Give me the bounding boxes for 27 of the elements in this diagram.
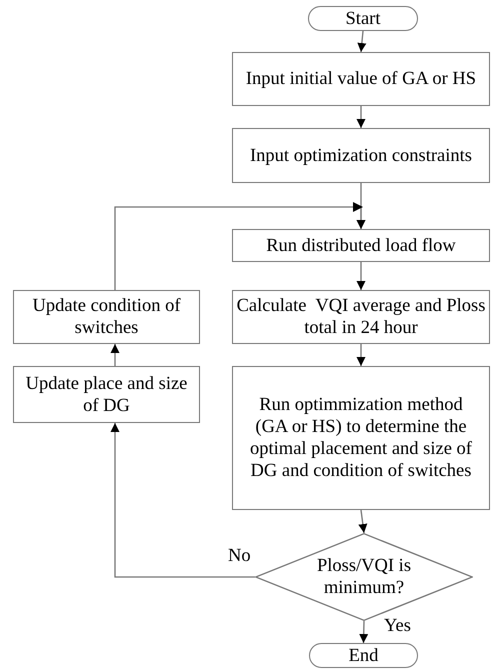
arrow <box>110 344 120 366</box>
process-box <box>232 229 490 262</box>
node-text: Input optimization constraints <box>250 144 472 166</box>
process-box <box>13 366 200 423</box>
node-text: Input initial value of GA or HS <box>246 68 476 90</box>
node-text: Update place and size of DG <box>24 372 188 416</box>
node-text: End <box>348 644 378 666</box>
node-text: Run optimmization method (GA or HS) to determine the optimal placement and size of DG and condition of switches <box>249 394 473 482</box>
arrow <box>358 510 368 534</box>
arrow <box>359 620 368 644</box>
process-box <box>232 52 490 106</box>
terminal-box <box>309 643 418 668</box>
arrow <box>356 344 366 366</box>
terminal-box <box>308 6 418 31</box>
process-box <box>13 290 200 344</box>
node-text: Update condition of switches <box>32 295 182 339</box>
process-box <box>232 128 490 183</box>
node-text: Ploss/VQI is minimum? <box>316 555 412 599</box>
arrow <box>110 423 255 578</box>
node-text: Start <box>346 8 380 30</box>
arrow <box>356 262 366 290</box>
node-text: Run distributed load flow <box>266 234 456 256</box>
process-box <box>232 366 490 510</box>
arrow <box>114 206 366 290</box>
arrow <box>357 30 366 52</box>
arrow <box>356 106 366 128</box>
node-text: Calculate VQI average and Ploss total in 24 hour <box>236 295 486 339</box>
